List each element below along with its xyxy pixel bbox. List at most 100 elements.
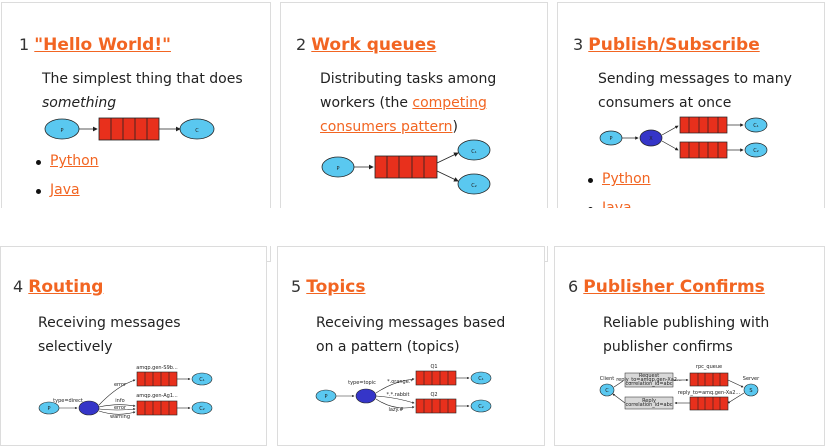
arrow <box>661 125 679 136</box>
work-queues-diagram: P C₁ C₂ <box>321 139 491 195</box>
language-links: Python Java <box>30 153 99 211</box>
routing-key-label: error <box>114 405 127 411</box>
tutorial-card-6: 6 Publisher Confirms Reliable publishing… <box>554 246 825 446</box>
tutorial-number: 6 <box>568 277 579 296</box>
routing-key-label: info <box>115 398 124 404</box>
list-item: Java <box>30 182 99 211</box>
arrow <box>727 392 745 404</box>
svg-text:reply_to=amqp.gen-Xa2...: reply_to=amqp.gen-Xa2... <box>616 377 682 383</box>
exchange-node <box>355 388 377 404</box>
routing-key-label: lazy.# <box>388 407 403 413</box>
arrow <box>98 408 136 411</box>
consumer-node <box>744 117 768 133</box>
producer-label: P <box>609 136 612 142</box>
link-python[interactable]: Python <box>50 153 99 169</box>
publisher-confirms-diagram: Client C Request reply_to=amqp.gen-Xa2..… <box>599 364 760 411</box>
consumer-label: C <box>195 128 199 134</box>
queue-name-label: Q2 <box>430 392 437 398</box>
arrow <box>375 398 415 409</box>
consumer-node <box>179 118 215 140</box>
routing-key-label: error <box>114 382 127 388</box>
server-label: Server <box>743 376 760 382</box>
routing-key-label: *.*.rabbit <box>387 392 410 398</box>
queue-name-label: Q1 <box>430 364 437 370</box>
tutorial-title-link[interactable]: Publisher Confirms <box>583 277 765 297</box>
consumer-node <box>457 173 491 195</box>
exchange-type-label: type=topic <box>348 380 376 386</box>
queue <box>136 371 178 387</box>
consumer-label: C₂ <box>478 404 484 410</box>
tutorial-title-link[interactable]: Topics <box>306 277 366 297</box>
tutorial-card-4: 4 Routing Receiving messages selectively… <box>0 246 267 446</box>
queue-name-label: amqp.gen-S9b... <box>136 365 178 371</box>
reply-queue-label: reply_to=amq.gen-Xa2... <box>678 390 741 396</box>
queue-name-label: amqp.gen-Ag1... <box>136 393 178 399</box>
server-node <box>743 383 759 397</box>
tutorial-card-5: 5 Topics Receiving messages based on a p… <box>277 246 545 446</box>
producer-label: P <box>60 128 63 134</box>
queue <box>415 370 457 386</box>
tutorial-number: 3 <box>573 35 584 54</box>
svg-text:correlation_id=abc: correlation_id=abc <box>625 381 672 387</box>
card-heading: 2 Work queues <box>296 35 436 55</box>
card-heading: 4 Routing <box>13 277 103 297</box>
arrow <box>98 410 136 415</box>
arrow <box>613 380 624 388</box>
queue <box>689 396 729 411</box>
svg-text:Reply: Reply <box>642 398 656 404</box>
tutorial-number: 2 <box>296 35 307 54</box>
section-gap <box>0 208 825 246</box>
exchange-label: X <box>649 136 653 142</box>
consumer-label: C₂ <box>471 183 477 189</box>
client-node-label: C <box>605 388 609 394</box>
tutorial-title-link[interactable]: Work queues <box>311 35 437 55</box>
producer-label: P <box>47 406 50 412</box>
tutorial-number: 1 <box>19 35 30 54</box>
queue <box>136 400 178 416</box>
request-box: Request reply_to=amqp.gen-Xa2... correla… <box>616 372 682 388</box>
tutorial-description: Sending messages to many consumers at on… <box>598 71 792 111</box>
competing-consumers-link[interactable]: competing consumers pattern <box>320 95 487 135</box>
tutorial-title-link[interactable]: Publish/Subscribe <box>588 35 760 55</box>
consumer-label: C₂ <box>199 406 205 412</box>
queue-name-label: rpc_queue <box>696 364 722 370</box>
consumer-label: C₁ <box>478 376 484 382</box>
routing-key-label: warning <box>110 414 130 420</box>
tutorial-title-link[interactable]: Routing <box>28 277 104 297</box>
card-heading: 6 Publisher Confirms <box>568 277 765 297</box>
exchange-node <box>639 129 663 147</box>
tutorial-title-link[interactable]: "Hello World!" <box>34 35 171 55</box>
exchange-type-label: type=direct <box>53 398 83 404</box>
description-text: Distributing tasks among workers (the <box>320 71 497 111</box>
client-node <box>599 383 615 397</box>
tutorial-number: 5 <box>291 277 302 296</box>
tutorial-description: The simplest thing that does something <box>42 67 262 115</box>
description-text: ) <box>452 119 458 135</box>
exchange-node <box>78 400 100 416</box>
consumer-label: C₂ <box>753 148 759 154</box>
topics-diagram: P type=topic *.orange.* *.*.rabbit lazy.… <box>315 364 492 414</box>
arrow <box>375 377 415 394</box>
server-node-label: S <box>749 388 752 394</box>
consumer-node <box>457 139 491 161</box>
card-heading: 5 Topics <box>291 277 366 297</box>
svg-text:correlation_id=abc: correlation_id=abc <box>625 402 672 408</box>
link-python[interactable]: Python <box>602 171 651 187</box>
link-java[interactable]: Java <box>50 182 80 198</box>
queue <box>689 372 729 387</box>
description-emphasis: something <box>42 95 117 111</box>
consumer-node <box>191 372 213 386</box>
arrow <box>436 152 459 164</box>
consumer-node <box>470 371 492 385</box>
list-item: Python <box>582 171 651 200</box>
publish-subscribe-diagram: P X C₁ C₂ <box>599 116 768 159</box>
arrow <box>98 404 136 408</box>
queue <box>679 116 728 134</box>
consumer-node <box>744 142 768 158</box>
tutorial-description: Distributing tasks among workers (the co… <box>320 67 520 139</box>
tutorial-number: 4 <box>13 277 24 296</box>
queue <box>679 141 728 159</box>
producer-label: P <box>324 394 327 400</box>
producer-label: P <box>336 166 339 172</box>
routing-diagram: P type=direct error info error warning a… <box>38 365 213 420</box>
